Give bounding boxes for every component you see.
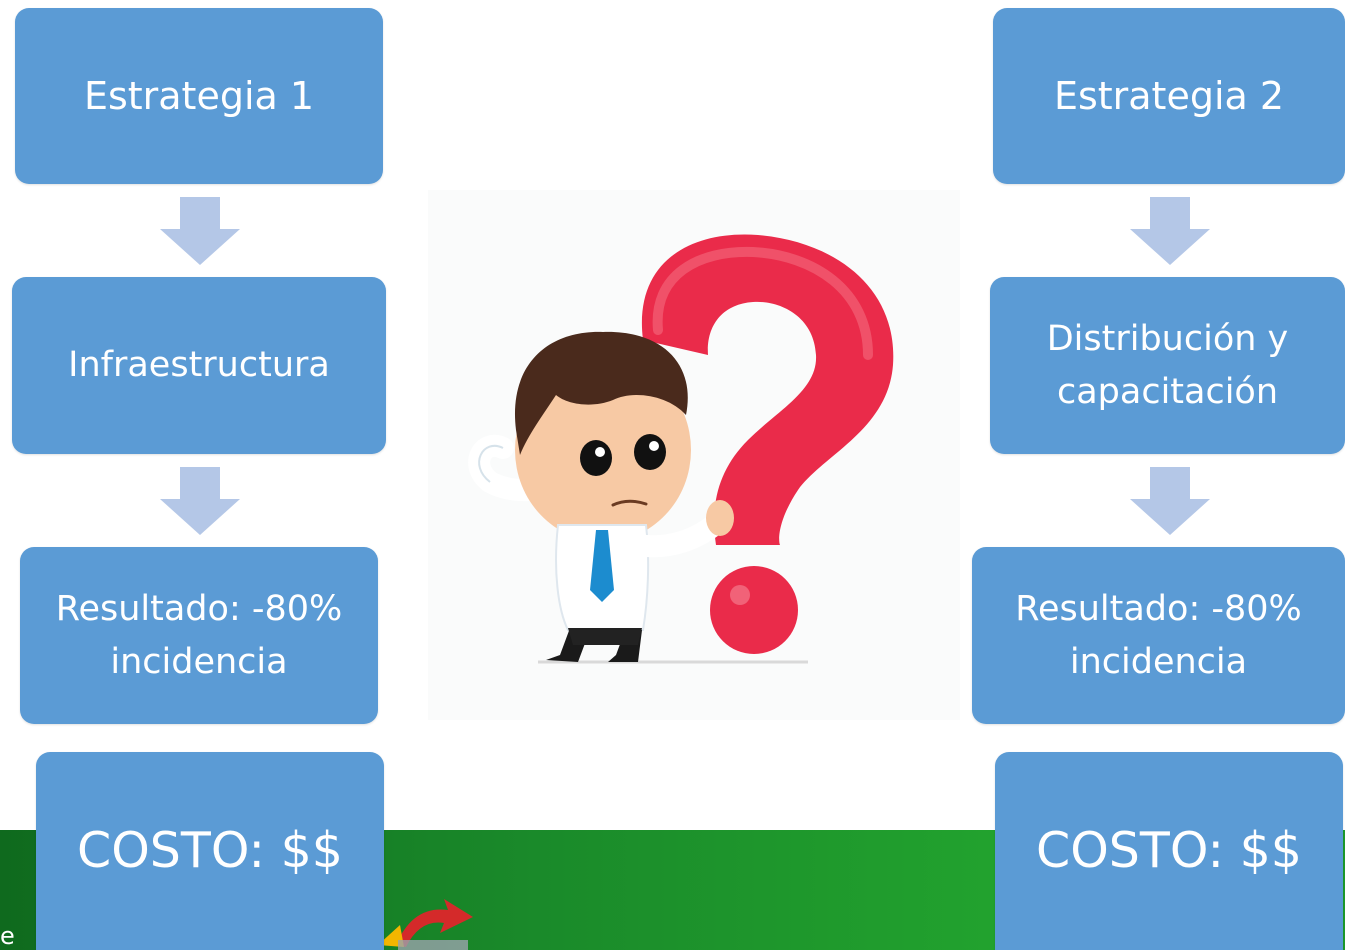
arrow-logo-icon (378, 899, 473, 950)
cost-2-label: COSTO: $$ (1036, 822, 1302, 879)
down-arrow-icon (1130, 197, 1210, 265)
distribution-box: Distribución y capacitación (990, 277, 1345, 454)
down-arrow-icon (160, 467, 240, 535)
infrastructure-box: Infraestructura (12, 277, 386, 454)
down-arrow-icon (1130, 467, 1210, 535)
strategy-1-box: Estrategia 1 (15, 8, 383, 184)
result-1-box: Resultado: -80% incidencia (20, 547, 378, 724)
result-2-line2: incidencia (1069, 641, 1248, 682)
result-2-line1: Resultado: -80% (1015, 588, 1302, 629)
cost-2-box: COSTO: $$ (995, 752, 1343, 950)
confused-man-question-mark-icon (428, 190, 960, 720)
strategy-2-box: Estrategia 2 (993, 8, 1345, 184)
down-arrow-icon (160, 197, 240, 265)
strategy-1-label: Estrategia 1 (83, 74, 315, 118)
infrastructure-label: Infraestructura (68, 345, 330, 385)
distribution-line2: capacitación (1056, 371, 1279, 412)
cost-1-box: COSTO: $$ (36, 752, 384, 950)
footer-partial-text: e (0, 922, 15, 950)
result-2-box: Resultado: -80% incidencia (972, 547, 1345, 724)
result-1-line2: incidencia (110, 641, 288, 682)
result-1-line1: Resultado: -80% (55, 588, 343, 629)
distribution-line1: Distribución y (1046, 318, 1289, 359)
cost-1-label: COSTO: $$ (77, 822, 343, 879)
strategy-2-label: Estrategia 2 (1053, 74, 1285, 118)
